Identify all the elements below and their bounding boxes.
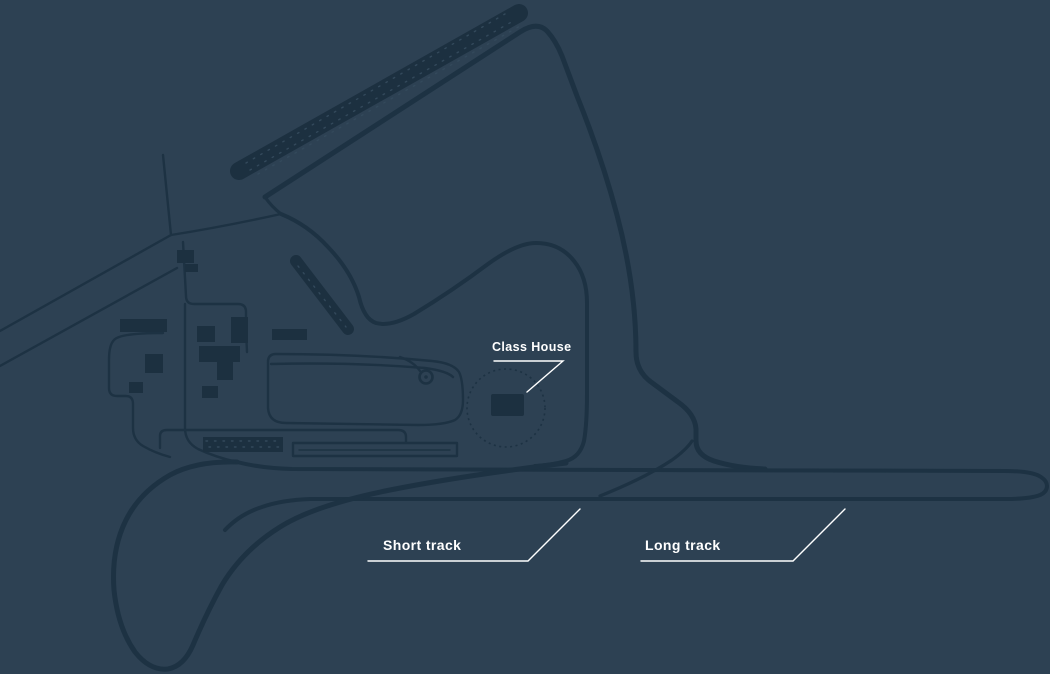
- short-track-leader-line: [367, 508, 581, 562]
- buildings: [120, 250, 307, 398]
- hill-route: [279, 212, 589, 468]
- class-house-building: [491, 394, 524, 416]
- building: [145, 354, 163, 373]
- building: [199, 346, 240, 362]
- outer-loop: [262, 23, 768, 472]
- runway-strip: [230, 4, 528, 335]
- building: [272, 329, 307, 340]
- building: [129, 382, 143, 393]
- roundabout-link: [398, 355, 422, 373]
- apron-inner-line: [269, 362, 455, 379]
- roundabout-center: [424, 375, 428, 379]
- teardrop-loop: [111, 459, 569, 672]
- pit-straight: [291, 441, 459, 458]
- class-house-label: Class House: [492, 340, 571, 354]
- pit-lane: [203, 437, 459, 458]
- class-house-circle: [466, 368, 546, 448]
- label-long-track: Long track: [640, 508, 846, 562]
- long-track-straights: [223, 460, 1049, 532]
- building: [217, 361, 233, 380]
- long-track-label: Long track: [645, 537, 721, 553]
- entry-road: [169, 212, 283, 237]
- roundabout: [418, 369, 434, 385]
- apron-outline: [266, 352, 465, 427]
- label-short-track: Short track: [367, 508, 581, 562]
- paddock-road-2: [183, 302, 239, 464]
- class-house-leader-line: [493, 360, 565, 393]
- label-class-house: Class House: [492, 340, 571, 393]
- class-house-area: [466, 368, 546, 448]
- paddock-road-1: [181, 240, 248, 332]
- building: [120, 319, 167, 332]
- building: [185, 264, 198, 272]
- loop-junction-curve: [263, 195, 283, 216]
- runway-strip-small: [290, 255, 354, 335]
- paddock-road-5: [158, 428, 408, 450]
- short-track-label: Short track: [383, 537, 461, 553]
- paddock-road-3: [107, 331, 172, 459]
- main-circuit: [262, 23, 768, 472]
- straights: [111, 439, 1049, 672]
- runway-texture-1: [249, 19, 516, 171]
- paddock-roads: [107, 240, 408, 464]
- building: [231, 317, 248, 343]
- track-connector: [598, 439, 694, 498]
- building: [177, 250, 194, 263]
- runway-strip-main: [230, 4, 528, 180]
- pit-apron: [203, 437, 283, 452]
- building: [202, 386, 218, 398]
- long-track-leader-line: [640, 508, 846, 562]
- access-road-south: [0, 266, 179, 368]
- access-roads: [0, 153, 283, 368]
- building: [197, 326, 215, 342]
- skid-pad: [266, 352, 465, 427]
